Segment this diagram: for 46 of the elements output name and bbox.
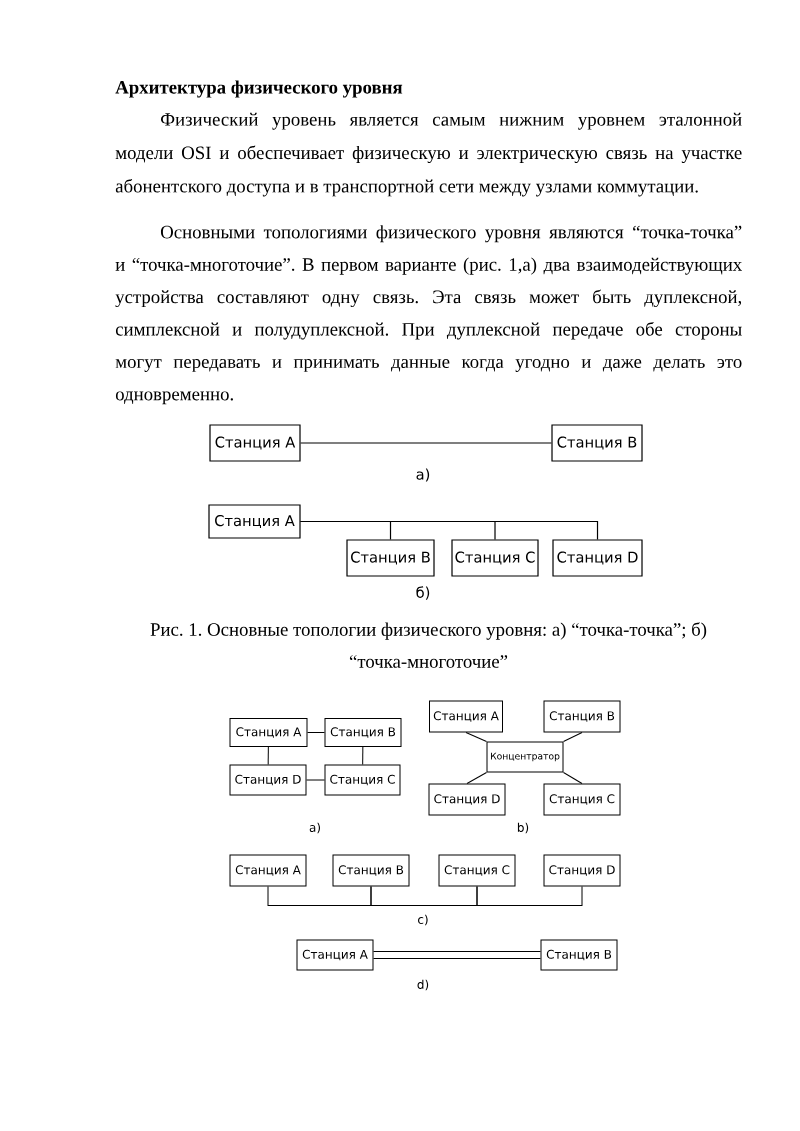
- station-box: Станция B: [346, 539, 435, 577]
- connection-line: [465, 732, 487, 742]
- connection-line: [300, 442, 552, 444]
- station-box: Станция B: [540, 939, 618, 971]
- station-box: Станция B: [324, 718, 402, 747]
- connection-line: [373, 958, 541, 959]
- subfigure-label: a): [309, 822, 320, 834]
- connection-line: [362, 746, 364, 765]
- subfigure-label: а): [416, 468, 430, 482]
- station-box: Станция D: [552, 539, 643, 577]
- station-box: Станция A: [296, 939, 374, 971]
- figure-caption: Рис. 1. Основные топологии физического уровня: а) “точка-точка”; б) “точка-многоточие”: [150, 622, 707, 668]
- connection-line: [563, 732, 583, 742]
- bus-line: [370, 886, 478, 906]
- station-box: Станция C: [324, 764, 401, 796]
- station-box: Станция B: [332, 854, 410, 887]
- station-box: Станция C: [438, 854, 516, 887]
- connection-line: [306, 779, 325, 781]
- connection-line: [300, 520, 599, 540]
- station-box: Станция A: [229, 718, 308, 747]
- bus-line: [267, 886, 372, 906]
- paragraph: Физический уровень является самым нижним уровнем эталонной модели OSI и обеспечивает физическую и электрическую связь на участке абонентского доступа и в транспортной сети между узлами коммутации.: [115, 112, 742, 197]
- subfigure-label: d): [417, 979, 429, 991]
- station-box: Станция C: [543, 783, 621, 816]
- connection-line: [267, 746, 269, 765]
- station-box: Станция A: [208, 504, 301, 539]
- station-box: Станция B: [543, 700, 621, 733]
- subfigure-label: c): [418, 914, 428, 926]
- station-box: Станция A: [229, 854, 307, 887]
- station-box: Станция D: [428, 783, 506, 816]
- station-box: Станция A: [429, 700, 503, 733]
- station-box: Станция D: [229, 764, 307, 796]
- connection-line: [466, 772, 487, 784]
- subfigure-label: б): [416, 586, 430, 600]
- station-box: Станция B: [551, 424, 643, 462]
- station-box: Станция A: [209, 424, 301, 462]
- connection-line: [563, 772, 583, 784]
- bus-line: [476, 886, 583, 906]
- connection-line: [307, 732, 325, 733]
- connection-line: [373, 951, 541, 952]
- hub-box: Концентратор: [486, 741, 564, 773]
- heading: Архитектура физического уровня: [115, 80, 403, 98]
- station-box: Станция D: [543, 854, 621, 887]
- subfigure-label: b): [517, 822, 529, 834]
- paragraph: Основными топологиями физического уровня являются “точка-точка” и “точка-многоточие”. В первом варианте (рис. 1,а) два взаимодействующих устройства составляют одну связь. Эта связь может быть дуплексной, симплексной и полудуплексной. При дуплексной передаче обе стороны могут передавать и принимать данные когда угодно и даже делать это одновременно.: [115, 225, 742, 405]
- station-box: Станция C: [451, 539, 539, 577]
